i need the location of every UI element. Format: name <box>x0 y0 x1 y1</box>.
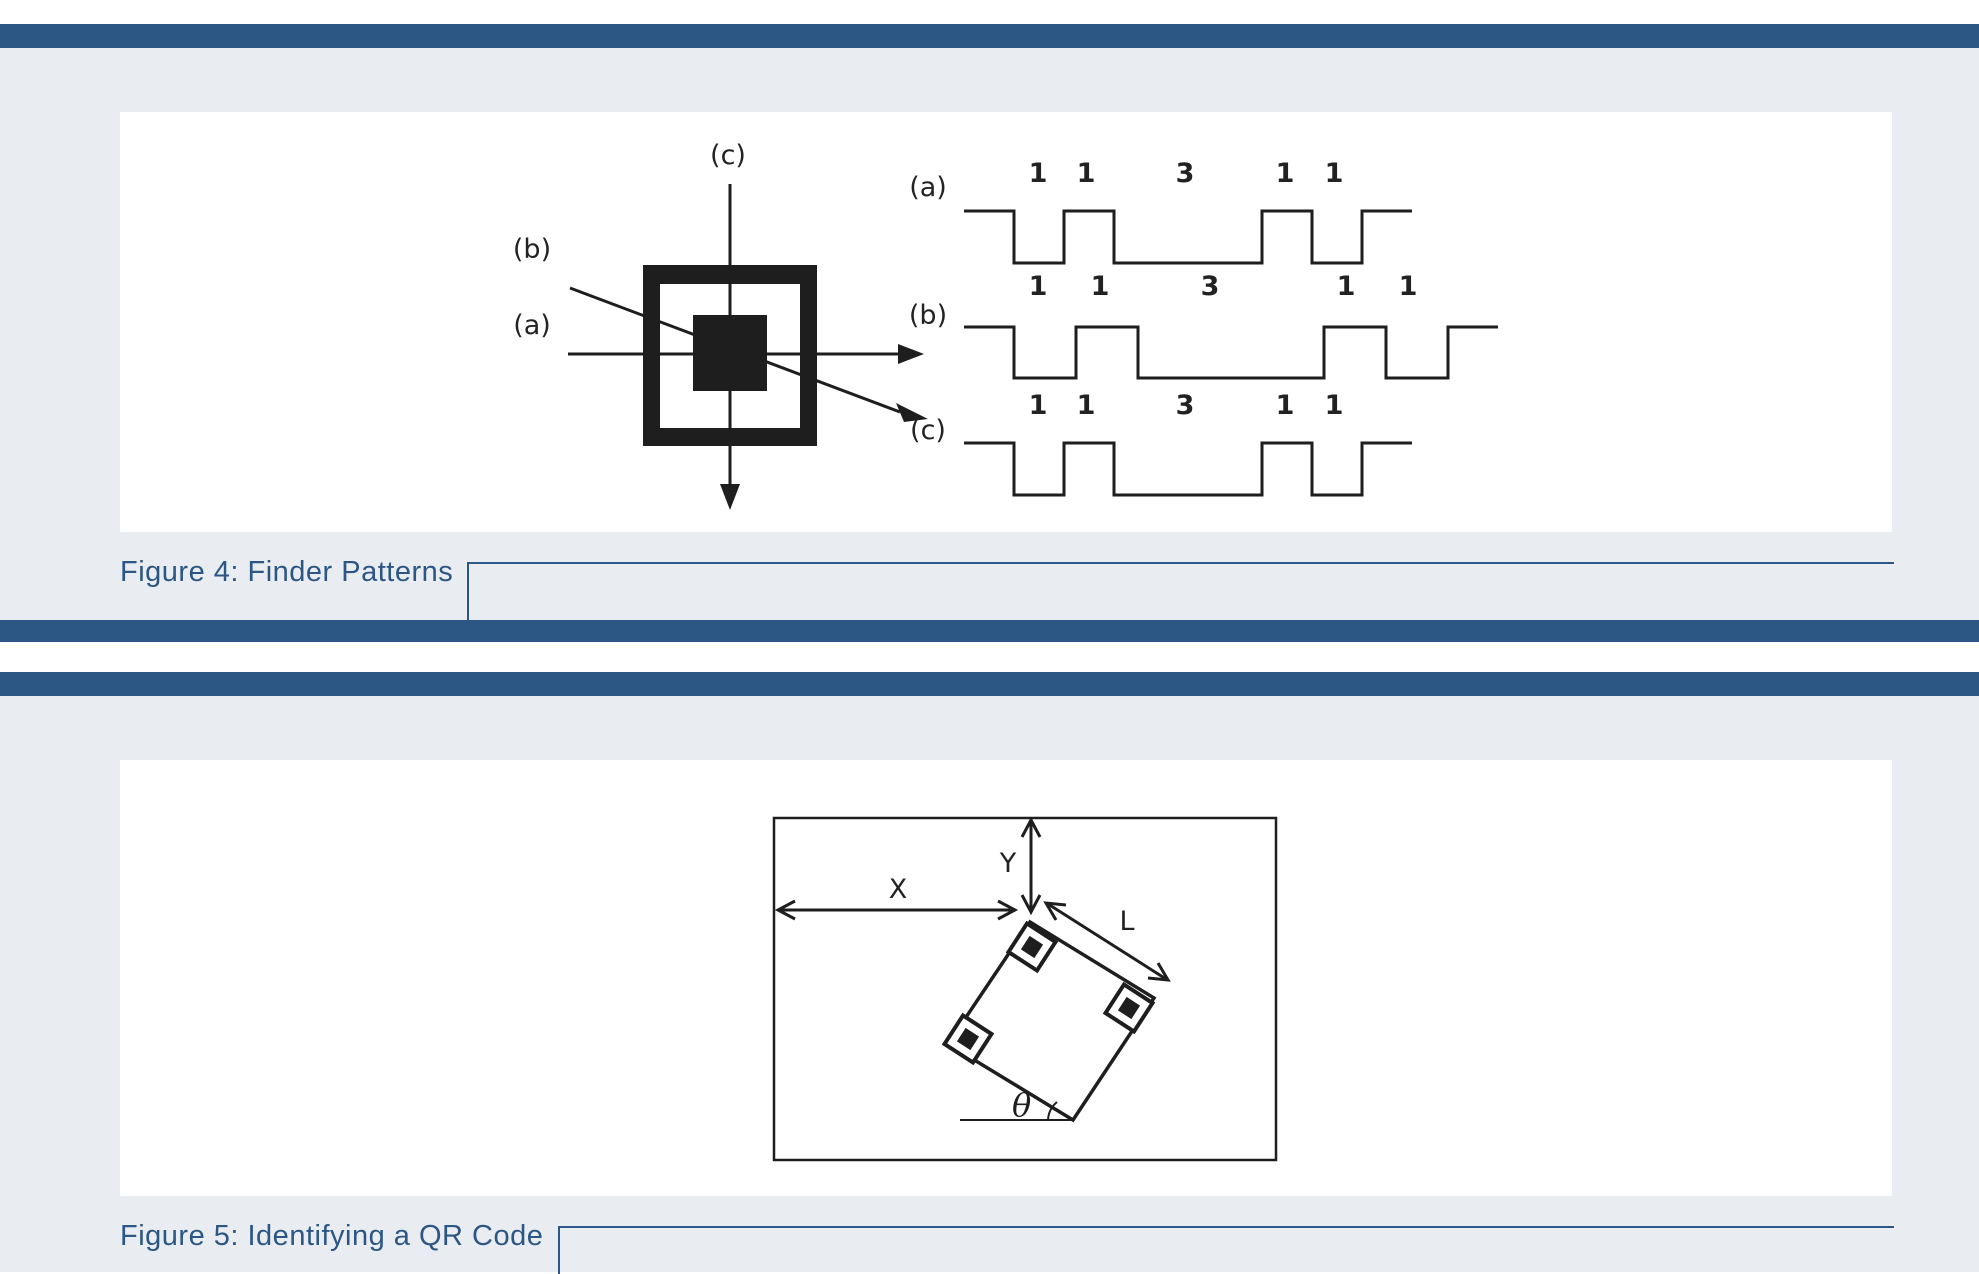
y-arrowhead-top <box>1020 816 1042 838</box>
pattern-label-c: (c) <box>710 140 746 171</box>
figure5-canvas: X Y L θ <box>120 760 1892 1196</box>
ratio-b-2: 1 <box>1091 271 1110 302</box>
scan-arrow-c <box>720 484 740 510</box>
scan-label-c: (c) <box>910 415 946 446</box>
pattern-label-a: (a) <box>513 310 551 341</box>
x-arrowhead-left <box>774 899 796 921</box>
waveform-a <box>964 209 1412 265</box>
waveform-b <box>964 325 1498 380</box>
l-dimension-line <box>1047 902 1167 981</box>
finder-top-right <box>1102 981 1156 1035</box>
l-arrowhead-end <box>1147 962 1171 982</box>
ratio-b-4: 1 <box>1337 271 1356 302</box>
figure5-caption-rule <box>558 1226 1894 1274</box>
ratio-c-3: 3 <box>1176 390 1195 421</box>
scan-line-b <box>569 286 901 414</box>
ratio-b-3: 3 <box>1201 271 1220 302</box>
x-arrowhead-right <box>997 899 1019 921</box>
ratio-c-2: 1 <box>1077 390 1096 421</box>
finder-top-left <box>1005 920 1059 974</box>
finder-bottom-left <box>941 1012 995 1066</box>
section-top-bar <box>0 24 1979 48</box>
figure4-caption: Figure 4: Finder Patterns <box>120 556 454 588</box>
ratio-a-4: 1 <box>1276 158 1295 189</box>
angle-arc <box>1047 1101 1058 1121</box>
l-label: L <box>1119 906 1134 937</box>
theta-label: θ <box>1012 1086 1031 1124</box>
ratio-c-4: 1 <box>1276 390 1295 421</box>
section-second-bar <box>0 672 1979 696</box>
ratio-c-5: 1 <box>1325 390 1344 421</box>
ratio-a-1: 1 <box>1029 158 1048 189</box>
y-arrowhead-bottom <box>1020 894 1042 916</box>
ratio-a-2: 1 <box>1077 158 1096 189</box>
scan-label-b: (b) <box>909 300 947 331</box>
qr-identification-diagram: X Y L θ <box>772 816 1278 1162</box>
scan-arrow-b <box>896 403 928 422</box>
pattern-label-b: (b) <box>513 234 551 265</box>
waveform-c <box>964 441 1412 497</box>
scan-label-a: (a) <box>909 172 947 203</box>
scan-arrow-a <box>898 344 924 364</box>
figure4-canvas: (c) (b) (a) (a) 1 1 3 1 1 (b) 1 1 3 1 1 … <box>120 112 1892 532</box>
ratio-b-1: 1 <box>1029 271 1048 302</box>
ratio-a-5: 1 <box>1325 158 1344 189</box>
figure5-caption: Figure 5: Identifying a QR Code <box>120 1220 544 1252</box>
ratio-a-3: 3 <box>1176 158 1195 189</box>
ratio-b-5: 1 <box>1399 271 1418 302</box>
l-arrowhead-start <box>1043 901 1067 921</box>
section-divider-bar <box>0 620 1979 642</box>
figure4-caption-rule <box>467 562 1894 620</box>
x-label: X <box>889 874 908 905</box>
y-label: Y <box>999 848 1017 879</box>
finder-pattern-diagram: (c) (b) (a) (a) 1 1 3 1 1 (b) 1 1 3 1 1 … <box>513 140 1498 510</box>
ratio-c-1: 1 <box>1029 390 1048 421</box>
